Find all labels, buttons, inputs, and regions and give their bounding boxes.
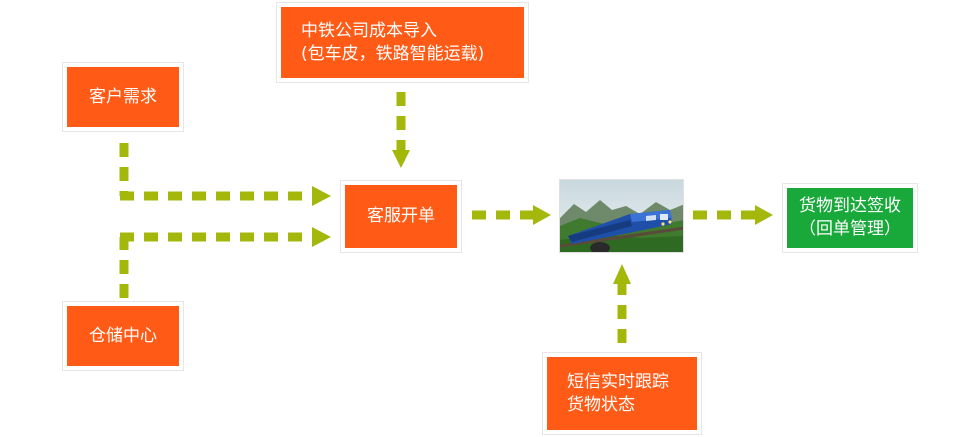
node-cost-import-line1: 中铁公司成本导入 <box>301 20 437 41</box>
arrowhead-down <box>392 150 410 168</box>
arrowhead-right <box>533 205 551 225</box>
arrowhead-right <box>312 227 331 247</box>
node-warehouse-center: 仓储中心 <box>62 301 184 371</box>
node-sms-tracking-line2: 货物状态 <box>567 394 635 415</box>
node-delivery-signoff-line1: 货物到达签收 <box>799 196 901 217</box>
node-warehouse-center-label: 仓储中心 <box>89 325 157 346</box>
arrowhead-right <box>755 205 773 225</box>
train-photo <box>559 179 684 253</box>
node-sms-tracking-line1: 短信实时跟踪 <box>567 371 669 392</box>
node-delivery-signoff-line2: （回单管理） <box>799 219 901 239</box>
node-cost-import: 中铁公司成本导入 (包车皮，铁路智能运载) <box>276 2 529 83</box>
train-icon <box>560 180 683 252</box>
node-sms-tracking: 短信实时跟踪 货物状态 <box>542 352 702 435</box>
arrowhead-up <box>613 264 631 284</box>
node-service-order: 客服开单 <box>340 180 462 253</box>
node-service-order-label: 客服开单 <box>367 206 435 227</box>
node-customer-demand: 客户需求 <box>62 62 184 132</box>
node-delivery-signoff: 货物到达签收 （回单管理） <box>782 183 918 253</box>
arrowhead-right <box>312 186 331 206</box>
node-cost-import-line2: (包车皮，铁路智能运载) <box>301 43 485 64</box>
node-customer-demand-label: 客户需求 <box>89 86 157 107</box>
